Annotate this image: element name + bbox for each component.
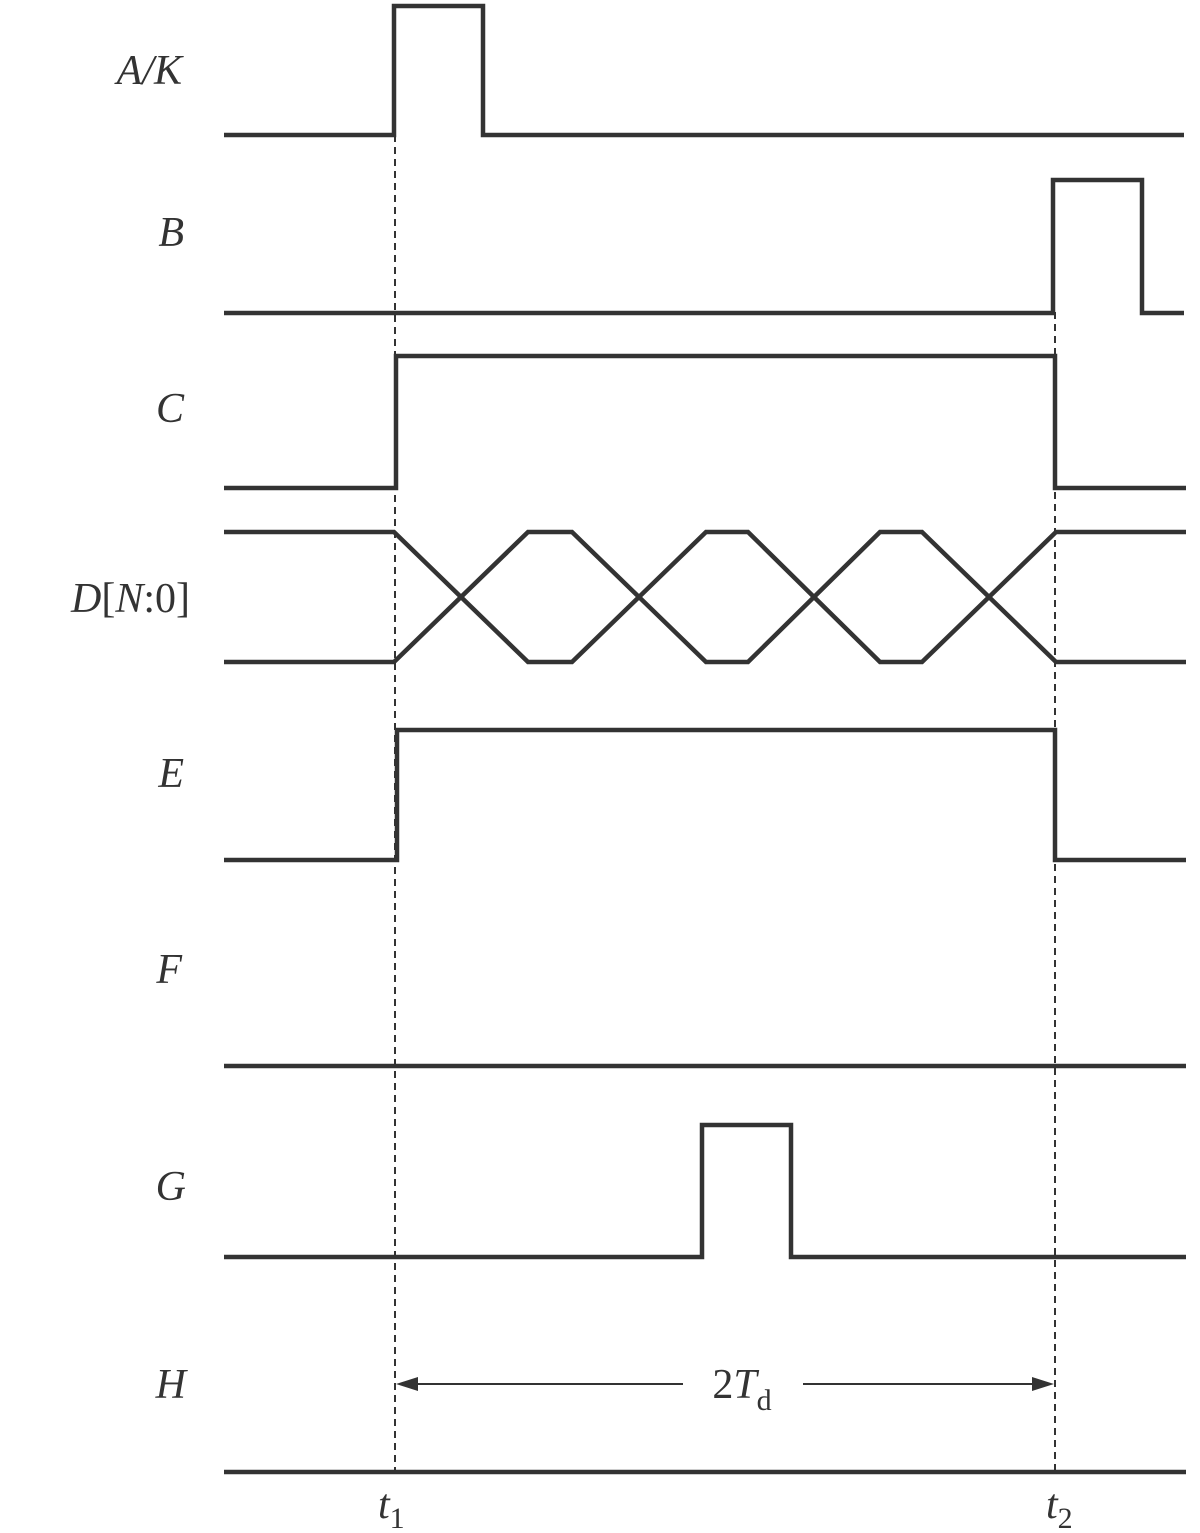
waveform-c: [224, 353, 1186, 491]
waveform-g: [224, 1122, 1186, 1260]
signal-label-c-part-0: C: [156, 386, 185, 432]
signal-label-d-part-2: N: [114, 576, 145, 622]
t1-main: t: [378, 1482, 391, 1528]
waveform-e: [224, 727, 1186, 863]
signal-label-a-k: A/K: [114, 48, 184, 94]
waveform-a-k: [224, 3, 1184, 138]
interval-arrow-right-head: [1032, 1377, 1054, 1391]
t1-subscript: 1: [390, 1502, 405, 1533]
t2-subscript: 2: [1058, 1502, 1073, 1533]
signal-label-b: B: [158, 210, 184, 256]
signal-label-e: E: [157, 751, 184, 797]
bus-line-lower: [224, 529, 1186, 665]
signal-label-g: G: [156, 1164, 186, 1210]
signal-label-h-part-0: H: [155, 1362, 189, 1408]
signal-label-c: C: [156, 386, 185, 432]
signal-label-f: F: [155, 947, 182, 993]
signal-label-b-part-0: B: [158, 210, 184, 256]
signal-label-d-part-1: [: [101, 576, 115, 622]
signal-label-e-part-0: E: [157, 751, 184, 797]
signal-label-d-part-0: D: [70, 576, 101, 622]
interval-label: 2Td: [712, 1362, 771, 1417]
interval-subscript: d: [757, 1384, 772, 1417]
signal-label-a-part-0: A/K: [114, 48, 184, 94]
signal-label-f-part-0: F: [155, 947, 182, 993]
bus-line-upper: [224, 529, 1186, 665]
t2-main: t: [1046, 1482, 1059, 1528]
signal-label-d-part-3: :0]: [143, 576, 190, 622]
interval-arrow: 2Td: [396, 1362, 1054, 1417]
signal-label-g-part-0: G: [156, 1164, 186, 1210]
time-marker-t2: t2: [1046, 1482, 1073, 1533]
time-marker-t1: t1: [378, 1482, 405, 1533]
signal-label-d-bus: D[N:0]: [70, 576, 190, 622]
waveform-b: [224, 177, 1184, 316]
waveform-d-bus: [224, 529, 1186, 665]
interval-arrow-left-head: [396, 1377, 418, 1391]
interval-symbol: T: [733, 1362, 759, 1408]
signal-label-h: H: [155, 1362, 189, 1408]
interval-coefficient: 2: [712, 1362, 733, 1408]
